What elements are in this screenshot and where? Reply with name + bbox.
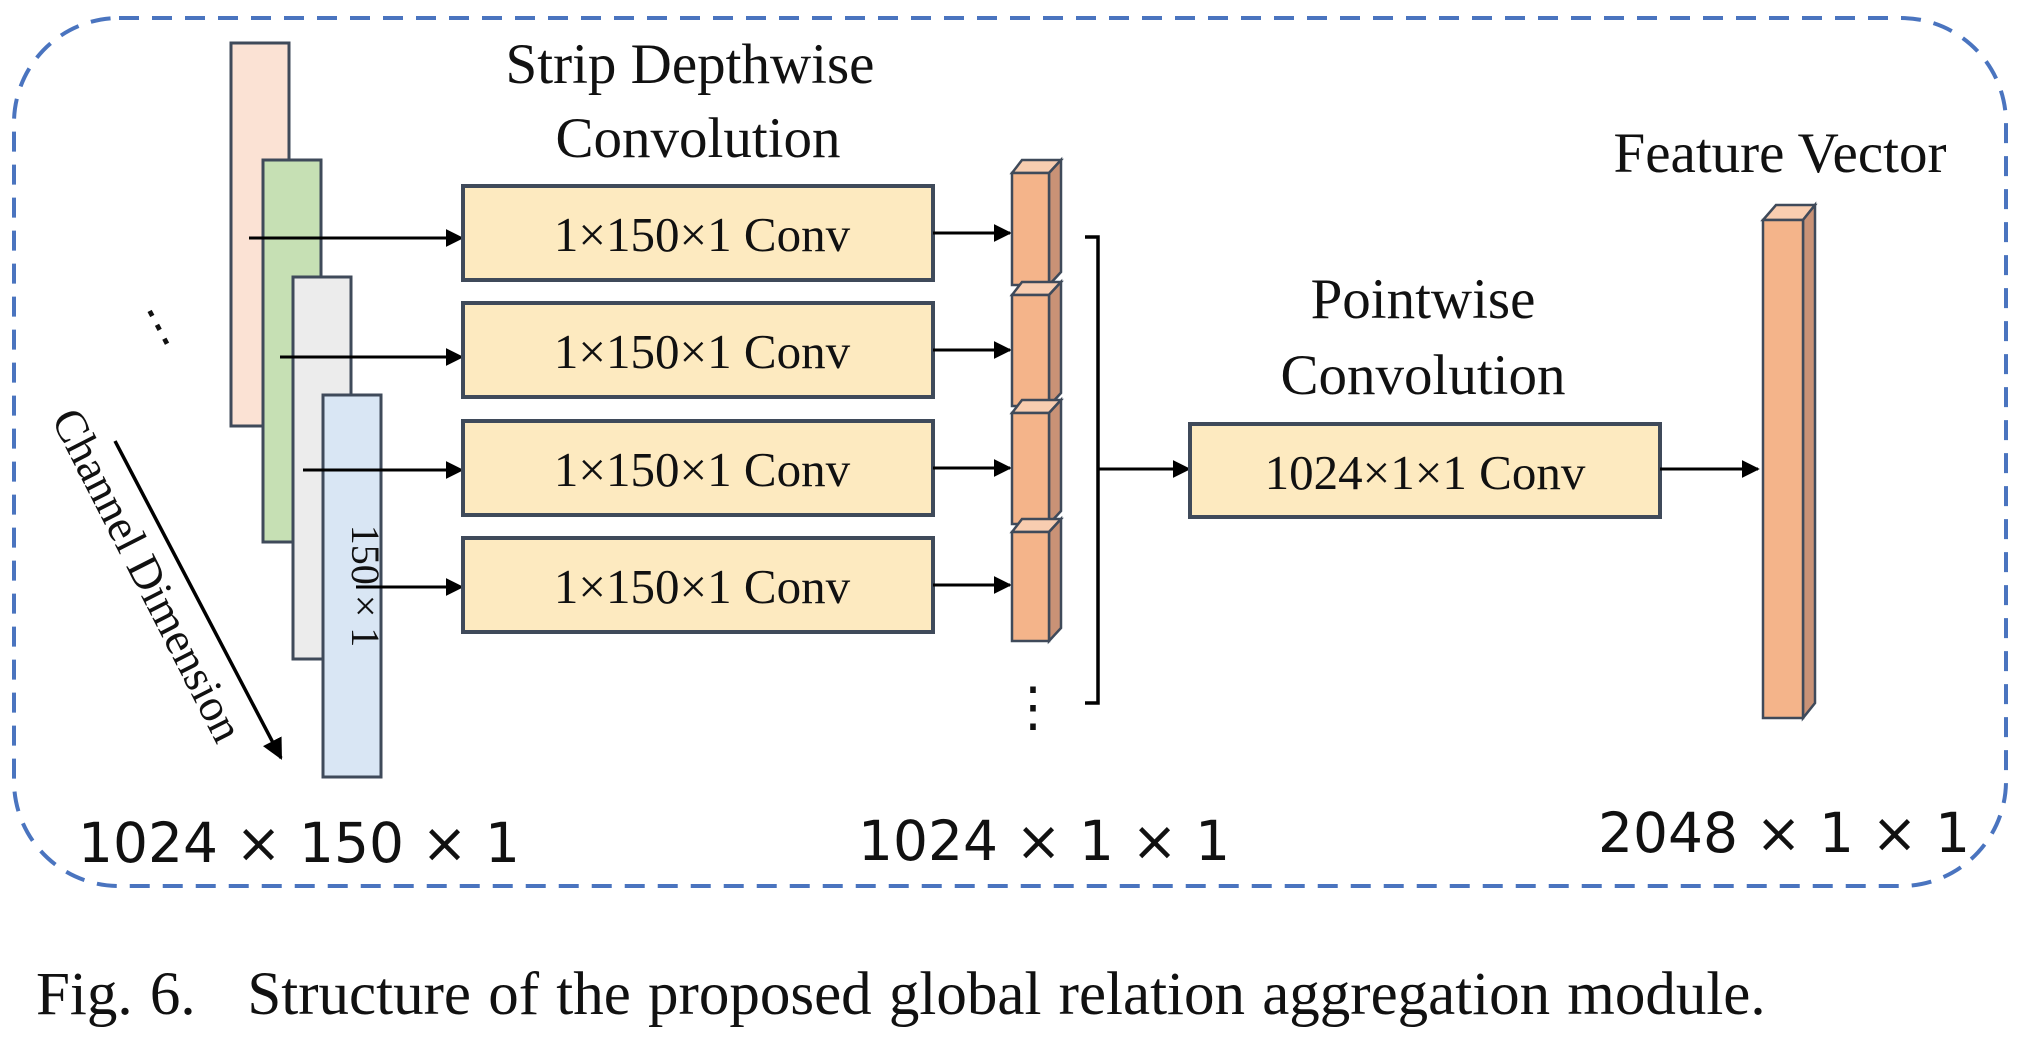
figure-caption: Fig. 6. Structure of the proposed global… <box>36 961 1766 1028</box>
output-cube-3 <box>1009 396 1064 528</box>
channel-dimension-label: Channel Dimension <box>42 400 254 750</box>
pointwise-title-line1: Pointwise <box>1311 268 1536 331</box>
pointwise-conv-label: 1024×1×1 Conv <box>1265 445 1586 500</box>
conv-box-2: 1×150×1 Conv <box>461 301 935 399</box>
module-frame <box>12 16 2008 888</box>
output-cube-1 <box>1009 156 1064 289</box>
pointwise-title-line2: Convolution <box>1280 344 1565 407</box>
pointwise-conv-box: 1024×1×1 Conv <box>1188 422 1662 519</box>
output-cube-4 <box>1009 515 1064 645</box>
conv-box-1: 1×150×1 Conv <box>461 184 935 282</box>
middle-dimensions: 1024 × 1 × 1 <box>858 809 1230 873</box>
feature-vector-bar <box>1760 201 1818 722</box>
merge-bracket <box>1085 235 1100 705</box>
conv-box-3-label: 1×150×1 Conv <box>554 442 851 497</box>
conv-box-1-label: 1×150×1 Conv <box>554 207 851 262</box>
feature-vector-title: Feature Vector <box>1614 122 1947 185</box>
strip-depthwise-title-line1: Strip Depthwise <box>506 33 875 96</box>
channel-dimension-arrow <box>113 440 283 760</box>
input-dimensions: 1024 × 150 × 1 <box>78 811 520 875</box>
conv-box-2-label: 1×150×1 Conv <box>554 324 851 379</box>
cubes-ellipsis: ⋮ <box>1006 677 1060 737</box>
strip-depthwise-title-line2: Convolution <box>555 107 840 170</box>
slices-ellipsis: ⋮ <box>125 293 190 360</box>
output-dimensions: 2048 × 1 × 1 <box>1598 801 1970 865</box>
conv-box-3: 1×150×1 Conv <box>461 419 935 517</box>
output-cube-2 <box>1009 278 1064 410</box>
conv-box-4-label: 1×150×1 Conv <box>554 559 851 614</box>
conv-box-4: 1×150×1 Conv <box>461 536 935 634</box>
